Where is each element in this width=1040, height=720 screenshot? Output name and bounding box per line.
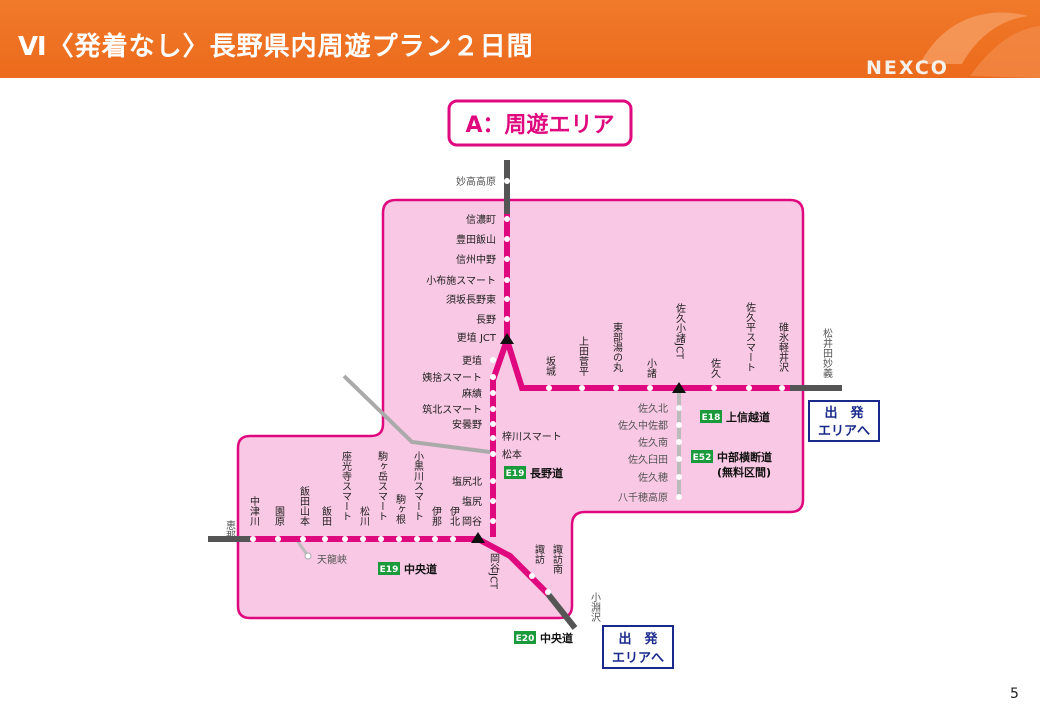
svg-text:安曇野: 安曇野 <box>452 418 482 431</box>
area-title: A：周遊エリア <box>465 112 614 138</box>
svg-text:E19: E19 <box>380 565 399 575</box>
svg-text:出 発: 出 発 <box>618 631 658 647</box>
svg-text:碓氷軽井沢: 碓氷軽井沢 <box>777 321 789 373</box>
svg-text:佐久南: 佐久南 <box>638 436 668 449</box>
svg-text:松本: 松本 <box>502 448 522 461</box>
svg-text:E20: E20 <box>516 634 535 644</box>
svg-text:佐久穂: 佐久穂 <box>638 471 668 484</box>
svg-text:八千穂高原: 八千穂高原 <box>618 491 668 504</box>
label-ena: 恵那 <box>224 519 236 540</box>
svg-text:園原: 園原 <box>273 506 285 526</box>
svg-text:駒ヶ岳スマート: 駒ヶ岳スマート <box>376 451 388 521</box>
svg-text:座光寺スマート: 座光寺スマート <box>340 450 352 521</box>
route-badge-chuo19: E19 中央道 <box>378 562 437 576</box>
svg-text:(無料区間): (無料区間) <box>717 465 771 479</box>
svg-text:駒ヶ根: 駒ヶ根 <box>394 494 406 525</box>
svg-text:エリアへ: エリアへ <box>818 424 870 439</box>
svg-text:上田菅平: 上田菅平 <box>577 336 589 377</box>
svg-text:塩尻北: 塩尻北 <box>452 475 482 488</box>
nexco-swoosh-icon <box>920 12 1040 78</box>
jct-markers <box>471 333 686 543</box>
svg-text:佐久小諸JCT: 佐久小諸JCT <box>674 303 686 360</box>
svg-text:更埴 JCT: 更埴 JCT <box>457 331 497 344</box>
svg-text:E19: E19 <box>506 469 525 479</box>
route-badge-chubu: E52 中部横断道 (無料区間) <box>691 450 772 479</box>
svg-text:長野: 長野 <box>476 314 496 326</box>
svg-text:佐久: 佐久 <box>709 358 721 379</box>
route-badge-joshinetsu: E18 上信越道 <box>700 410 770 424</box>
nagano-line-labels: 更埴 姨捨スマート 麻績 筑北スマート 安曇野 梓川スマート 松本 塩尻北 塩尻… <box>422 354 561 528</box>
svg-text:中央道: 中央道 <box>540 631 573 645</box>
page-number: 5 <box>1010 686 1019 702</box>
svg-text:飯田: 飯田 <box>320 505 332 526</box>
svg-text:塩尻: 塩尻 <box>462 495 482 508</box>
svg-text:小布施スマート: 小布施スマート <box>426 274 496 287</box>
svg-text:麻績: 麻績 <box>462 387 482 400</box>
svg-text:佐久北: 佐久北 <box>638 403 668 415</box>
circuit-area <box>236 198 805 620</box>
svg-text:長野道: 長野道 <box>530 466 563 480</box>
svg-text:佐久平スマート: 佐久平スマート <box>744 302 756 372</box>
area-title-box: A：周遊エリア <box>447 99 633 147</box>
svg-text:梓川スマート: 梓川スマート <box>502 430 562 443</box>
svg-text:佐久中佐都: 佐久中佐都 <box>618 419 668 432</box>
page-title: Ⅵ〈発着なし〉長野県内周遊プラン２日間 <box>18 32 534 62</box>
svg-text:諏訪: 諏訪 <box>533 543 545 565</box>
svg-text:東部湯の丸: 東部湯の丸 <box>611 321 623 372</box>
chubu-line-labels: 佐久北 佐久中佐都 佐久南 佐久臼田 佐久穂 八千穂高原 <box>618 403 668 504</box>
svg-text:信州中野: 信州中野 <box>456 253 496 266</box>
svg-text:エリアへ: エリアへ <box>612 651 664 666</box>
svg-text:松川: 松川 <box>358 505 370 526</box>
departure-box-east: 出 発 エリアへ <box>808 400 880 442</box>
station-dots <box>250 178 785 595</box>
svg-text:岡谷: 岡谷 <box>462 516 482 528</box>
north-line-labels: 信濃町 豊田飯山 信州中野 小布施スマート 須坂長野東 長野 更埴 JCT <box>426 213 497 344</box>
nexco-logo: NEXCO <box>866 57 949 79</box>
label-myoko: 妙高高原 <box>456 175 496 188</box>
svg-text:中央道: 中央道 <box>404 562 437 576</box>
svg-text:中部横断道: 中部横断道 <box>717 450 772 464</box>
svg-text:須坂長野東: 須坂長野東 <box>446 293 496 306</box>
svg-text:諏訪南: 諏訪南 <box>551 543 563 574</box>
svg-text:姨捨スマート: 姨捨スマート <box>422 371 482 384</box>
svg-text:小諸: 小諸 <box>645 358 657 379</box>
east-line-labels: 坂城 上田菅平 東部湯の丸 小諸 佐久小諸JCT 佐久 佐久平スマート 碓氷軽井… <box>544 302 789 379</box>
label-oshimizu: 小淵沢 <box>589 592 601 623</box>
svg-text:E18: E18 <box>702 413 721 423</box>
svg-text:飯田山本: 飯田山本 <box>298 485 310 527</box>
route-badge-nagano: E19 長野道 <box>504 466 563 480</box>
departure-box-south: 出 発 エリアへ <box>602 625 674 669</box>
svg-text:出 発: 出 発 <box>824 405 864 421</box>
svg-text:佐久臼田: 佐久臼田 <box>628 454 668 466</box>
route-badge-chuo20: E20 中央道 <box>514 631 573 645</box>
svg-text:坂城: 坂城 <box>544 356 556 377</box>
header-bar: Ⅵ〈発着なし〉長野県内周遊プラン２日間 NEXCO <box>0 0 1040 79</box>
svg-text:伊北: 伊北 <box>448 506 460 526</box>
svg-text:更埴: 更埴 <box>462 354 482 367</box>
label-tenryukyo: 天龍峡 <box>317 553 347 566</box>
svg-text:中津川: 中津川 <box>248 495 260 526</box>
svg-text:豊田飯山: 豊田飯山 <box>456 233 496 246</box>
svg-text:E52: E52 <box>693 453 712 463</box>
svg-text:上信越道: 上信越道 <box>726 410 770 424</box>
chuo-east-labels: 岡谷JCT 諏訪 諏訪南 <box>488 543 563 590</box>
svg-text:筑北スマート: 筑北スマート <box>422 403 482 416</box>
svg-text:小黒川スマート: 小黒川スマート <box>412 451 424 521</box>
svg-text:岡谷JCT: 岡谷JCT <box>488 553 500 590</box>
svg-text:伊那: 伊那 <box>430 506 442 526</box>
label-matsuida: 松井田妙義 <box>821 327 833 378</box>
svg-text:信濃町: 信濃町 <box>466 213 496 226</box>
chuo-west-labels: 中津川 園原 飯田山本 飯田 座光寺スマート 松川 駒ヶ岳スマート 駒ヶ根 小黒… <box>248 450 460 527</box>
